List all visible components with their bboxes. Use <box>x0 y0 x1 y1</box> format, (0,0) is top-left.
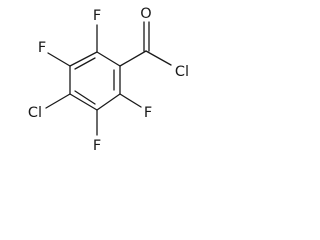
ring-double-bond-c2-c3 <box>74 57 96 70</box>
ring-bond-c1-c2 <box>96 51 121 67</box>
chemical-structure: O Cl F F Cl F F <box>28 6 189 154</box>
structure-canvas: O Cl F F Cl F F <box>0 0 198 178</box>
ring-double-bond-c4-c5 <box>74 90 96 105</box>
bond-ring-to-carbonyl <box>119 50 147 67</box>
bond-to-f-right <box>119 93 142 108</box>
bond-carbonyl-to-cl <box>145 50 172 66</box>
acyl-chloride-group <box>119 21 172 67</box>
atom-label-chlorine-acyl: Cl <box>175 64 189 80</box>
atom-label-fluorine-bottom: F <box>93 138 101 154</box>
substituent-bonds <box>45 24 142 136</box>
bond-to-f-left <box>47 52 71 67</box>
ring-bond-c5-c6 <box>96 93 121 111</box>
ring-bond-c4-c5 <box>69 93 98 111</box>
benzene-ring <box>69 51 121 111</box>
atom-label-fluorine-left: F <box>38 40 46 56</box>
ring-bond-c2-c3 <box>69 51 98 67</box>
atom-label-fluorine-top: F <box>93 8 101 24</box>
atom-label-fluorine-right: F <box>144 105 152 121</box>
atom-label-oxygen: O <box>140 6 151 22</box>
atom-label-chlorine-ring: Cl <box>28 105 42 121</box>
bond-to-cl-left <box>45 93 71 109</box>
